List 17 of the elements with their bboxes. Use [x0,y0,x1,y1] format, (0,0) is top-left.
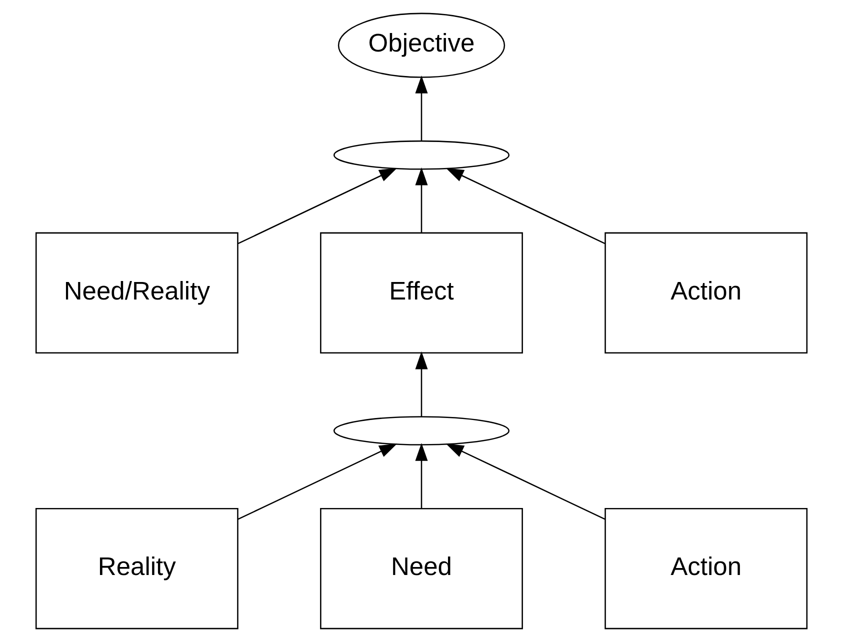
arrow [415,167,428,233]
node-box: Effect [320,232,523,354]
node-ellipse [333,416,510,446]
node-box: Action [604,232,808,354]
node-box: Reality [35,508,238,630]
arrow [238,444,398,520]
node-box: Need [320,508,523,630]
arrow [446,444,606,520]
node-box: Action [604,508,808,630]
arrow [238,168,398,244]
arrow [415,76,428,141]
arrow [446,168,606,244]
node-ellipse: Objective [338,12,506,78]
arrow [415,351,428,416]
node-ellipse [333,140,510,170]
arrow [415,443,428,508]
node-box: Need/Reality [35,232,238,354]
